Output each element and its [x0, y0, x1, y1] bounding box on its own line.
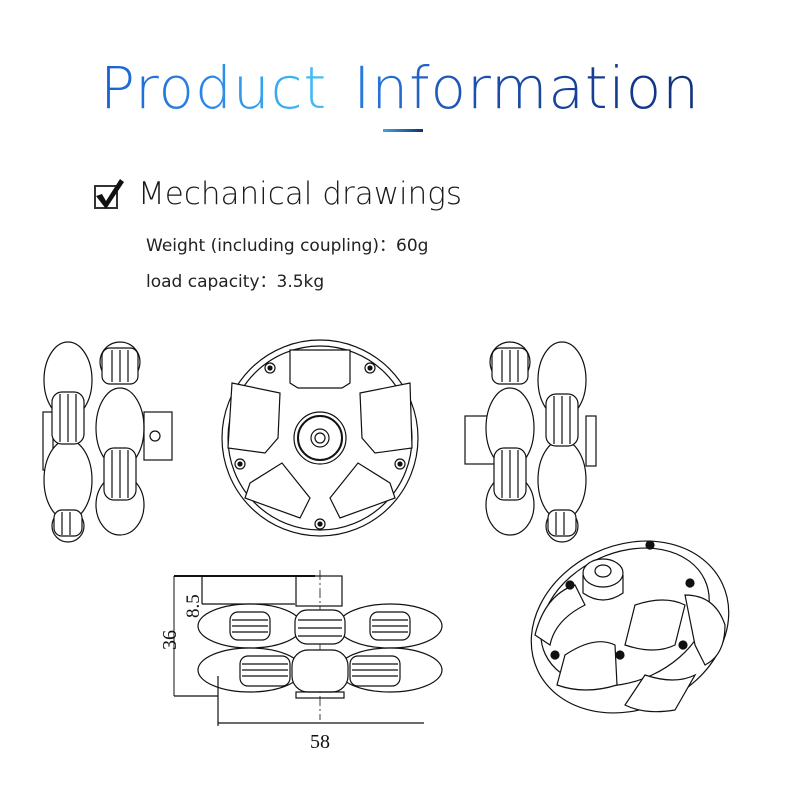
isometric-view-drawing: [530, 540, 730, 714]
checkbox-checked-icon: [94, 179, 124, 209]
section-heading: Mechanical drawings: [92, 176, 462, 212]
right-side-view-drawing: [464, 341, 597, 543]
title-accent-underline: [383, 129, 423, 132]
front-view-drawing: [221, 339, 419, 537]
spec-weight: Weight (including coupling)：60g: [146, 236, 429, 256]
title-word-information: Information: [353, 54, 700, 122]
left-side-view-drawing: [42, 341, 173, 543]
section-title: Mechanical drawings: [138, 176, 463, 212]
dimension-width: 58: [310, 731, 330, 753]
dimensioned-side-view-drawing: [173, 570, 443, 726]
page-title: Product Information: [0, 48, 800, 128]
dimension-hub-height: 8.5: [183, 594, 204, 618]
title-word-product: Product: [100, 54, 328, 122]
spec-load-capacity: load capacity：3.5kg: [146, 272, 325, 292]
dimension-total-height: 36: [159, 630, 181, 650]
